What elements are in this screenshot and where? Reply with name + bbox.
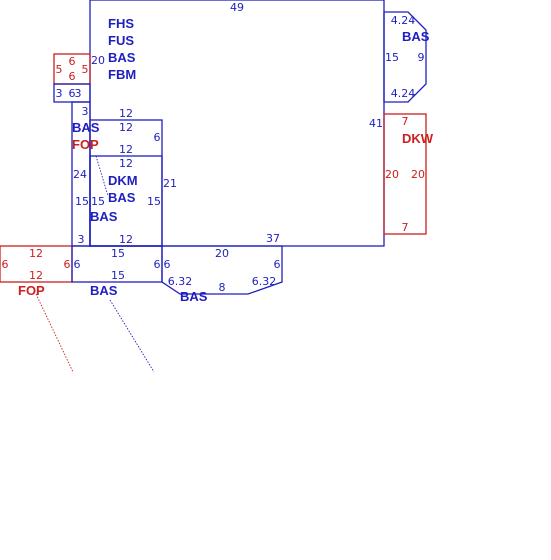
dim-9: 9 (418, 51, 425, 64)
dim-6-32-a: 6.32 (168, 275, 193, 288)
dim-6-i: 6 (164, 258, 171, 271)
label-bas-bay: BAS (402, 29, 430, 44)
dim-12-a: 12 (119, 107, 133, 120)
dim-6-a: 6 (69, 55, 76, 68)
dim-3-b: 3 (75, 87, 82, 100)
label-fbm: FBM (108, 67, 136, 82)
dim-6-b: 6 (69, 70, 76, 83)
dim-6-32-b: 6.32 (252, 275, 277, 288)
dim-12-d: 12 (119, 157, 133, 170)
dim-15-c: 15 (111, 247, 125, 260)
dim-24: 24 (73, 168, 87, 181)
dim-3-a: 3 (56, 87, 63, 100)
dim-6-c: 6 (69, 87, 76, 100)
main-structure-outline (89, 0, 385, 247)
label-bas-bottom: BAS (180, 289, 208, 304)
label-bas-dkm1: BAS (108, 190, 136, 205)
dim-12-e: 12 (119, 233, 133, 246)
dim-21: 21 (163, 177, 177, 190)
label-fus: FUS (108, 33, 134, 48)
label-fhs: FHS (108, 16, 134, 31)
dim-15-d: 15 (111, 269, 125, 282)
dim-7-b: 7 (402, 221, 409, 234)
dim-8: 8 (219, 281, 226, 294)
dim-41: 41 (369, 117, 383, 130)
label-fop-mid: FOP (72, 137, 99, 152)
bay-window-outline (383, 11, 427, 103)
dim-20-main: 20 (91, 54, 105, 67)
dim-15-b: 15 (91, 195, 105, 208)
dim-20-c: 20 (215, 247, 229, 260)
dim-20-a: 20 (385, 168, 399, 181)
dim-5-b: 5 (82, 63, 89, 76)
leader-bas-low (109, 299, 155, 373)
label-bas-dkm2: BAS (90, 209, 118, 224)
dim-6-g: 6 (74, 258, 81, 271)
dim-6-j: 6 (274, 258, 281, 271)
label-bas-low: BAS (90, 283, 118, 298)
label-dkm: DKM (108, 173, 138, 188)
label-bas-mid: BAS (72, 120, 100, 135)
dim-49: 49 (230, 1, 244, 14)
dim-5-a: 5 (56, 63, 63, 76)
dim-37: 37 (266, 232, 280, 245)
dim-12-g: 12 (29, 269, 43, 282)
dim-4-24-bottom: 4.24 (391, 87, 416, 100)
dim-7-a: 7 (402, 115, 409, 128)
dim-12-c: 12 (119, 143, 133, 156)
dim-4-24-top: 4.24 (391, 14, 416, 27)
dim-15-a: 15 (75, 195, 89, 208)
dim-15-bay: 15 (385, 51, 399, 64)
dim-15-side: 15 (147, 195, 161, 208)
leader-fop-left (35, 293, 74, 373)
dim-3-d: 3 (78, 233, 85, 246)
dim-20-b: 20 (411, 168, 425, 181)
dim-12-b: 12 (119, 121, 133, 134)
bottom-bay-outline (161, 245, 283, 295)
dim-12-f: 12 (29, 247, 43, 260)
dim-6-e: 6 (2, 258, 9, 271)
label-bas-main: BAS (108, 50, 136, 65)
dim-6-h: 6 (154, 258, 161, 271)
label-fop-left: FOP (18, 283, 45, 298)
leader-fop-mid (95, 155, 109, 197)
dim-3-c: 3 (82, 105, 89, 118)
dim-6-d: 6 (154, 131, 161, 144)
dim-6-f: 6 (64, 258, 71, 271)
deck-dkw-outline (383, 113, 427, 235)
label-dkw: DKW (402, 131, 434, 146)
